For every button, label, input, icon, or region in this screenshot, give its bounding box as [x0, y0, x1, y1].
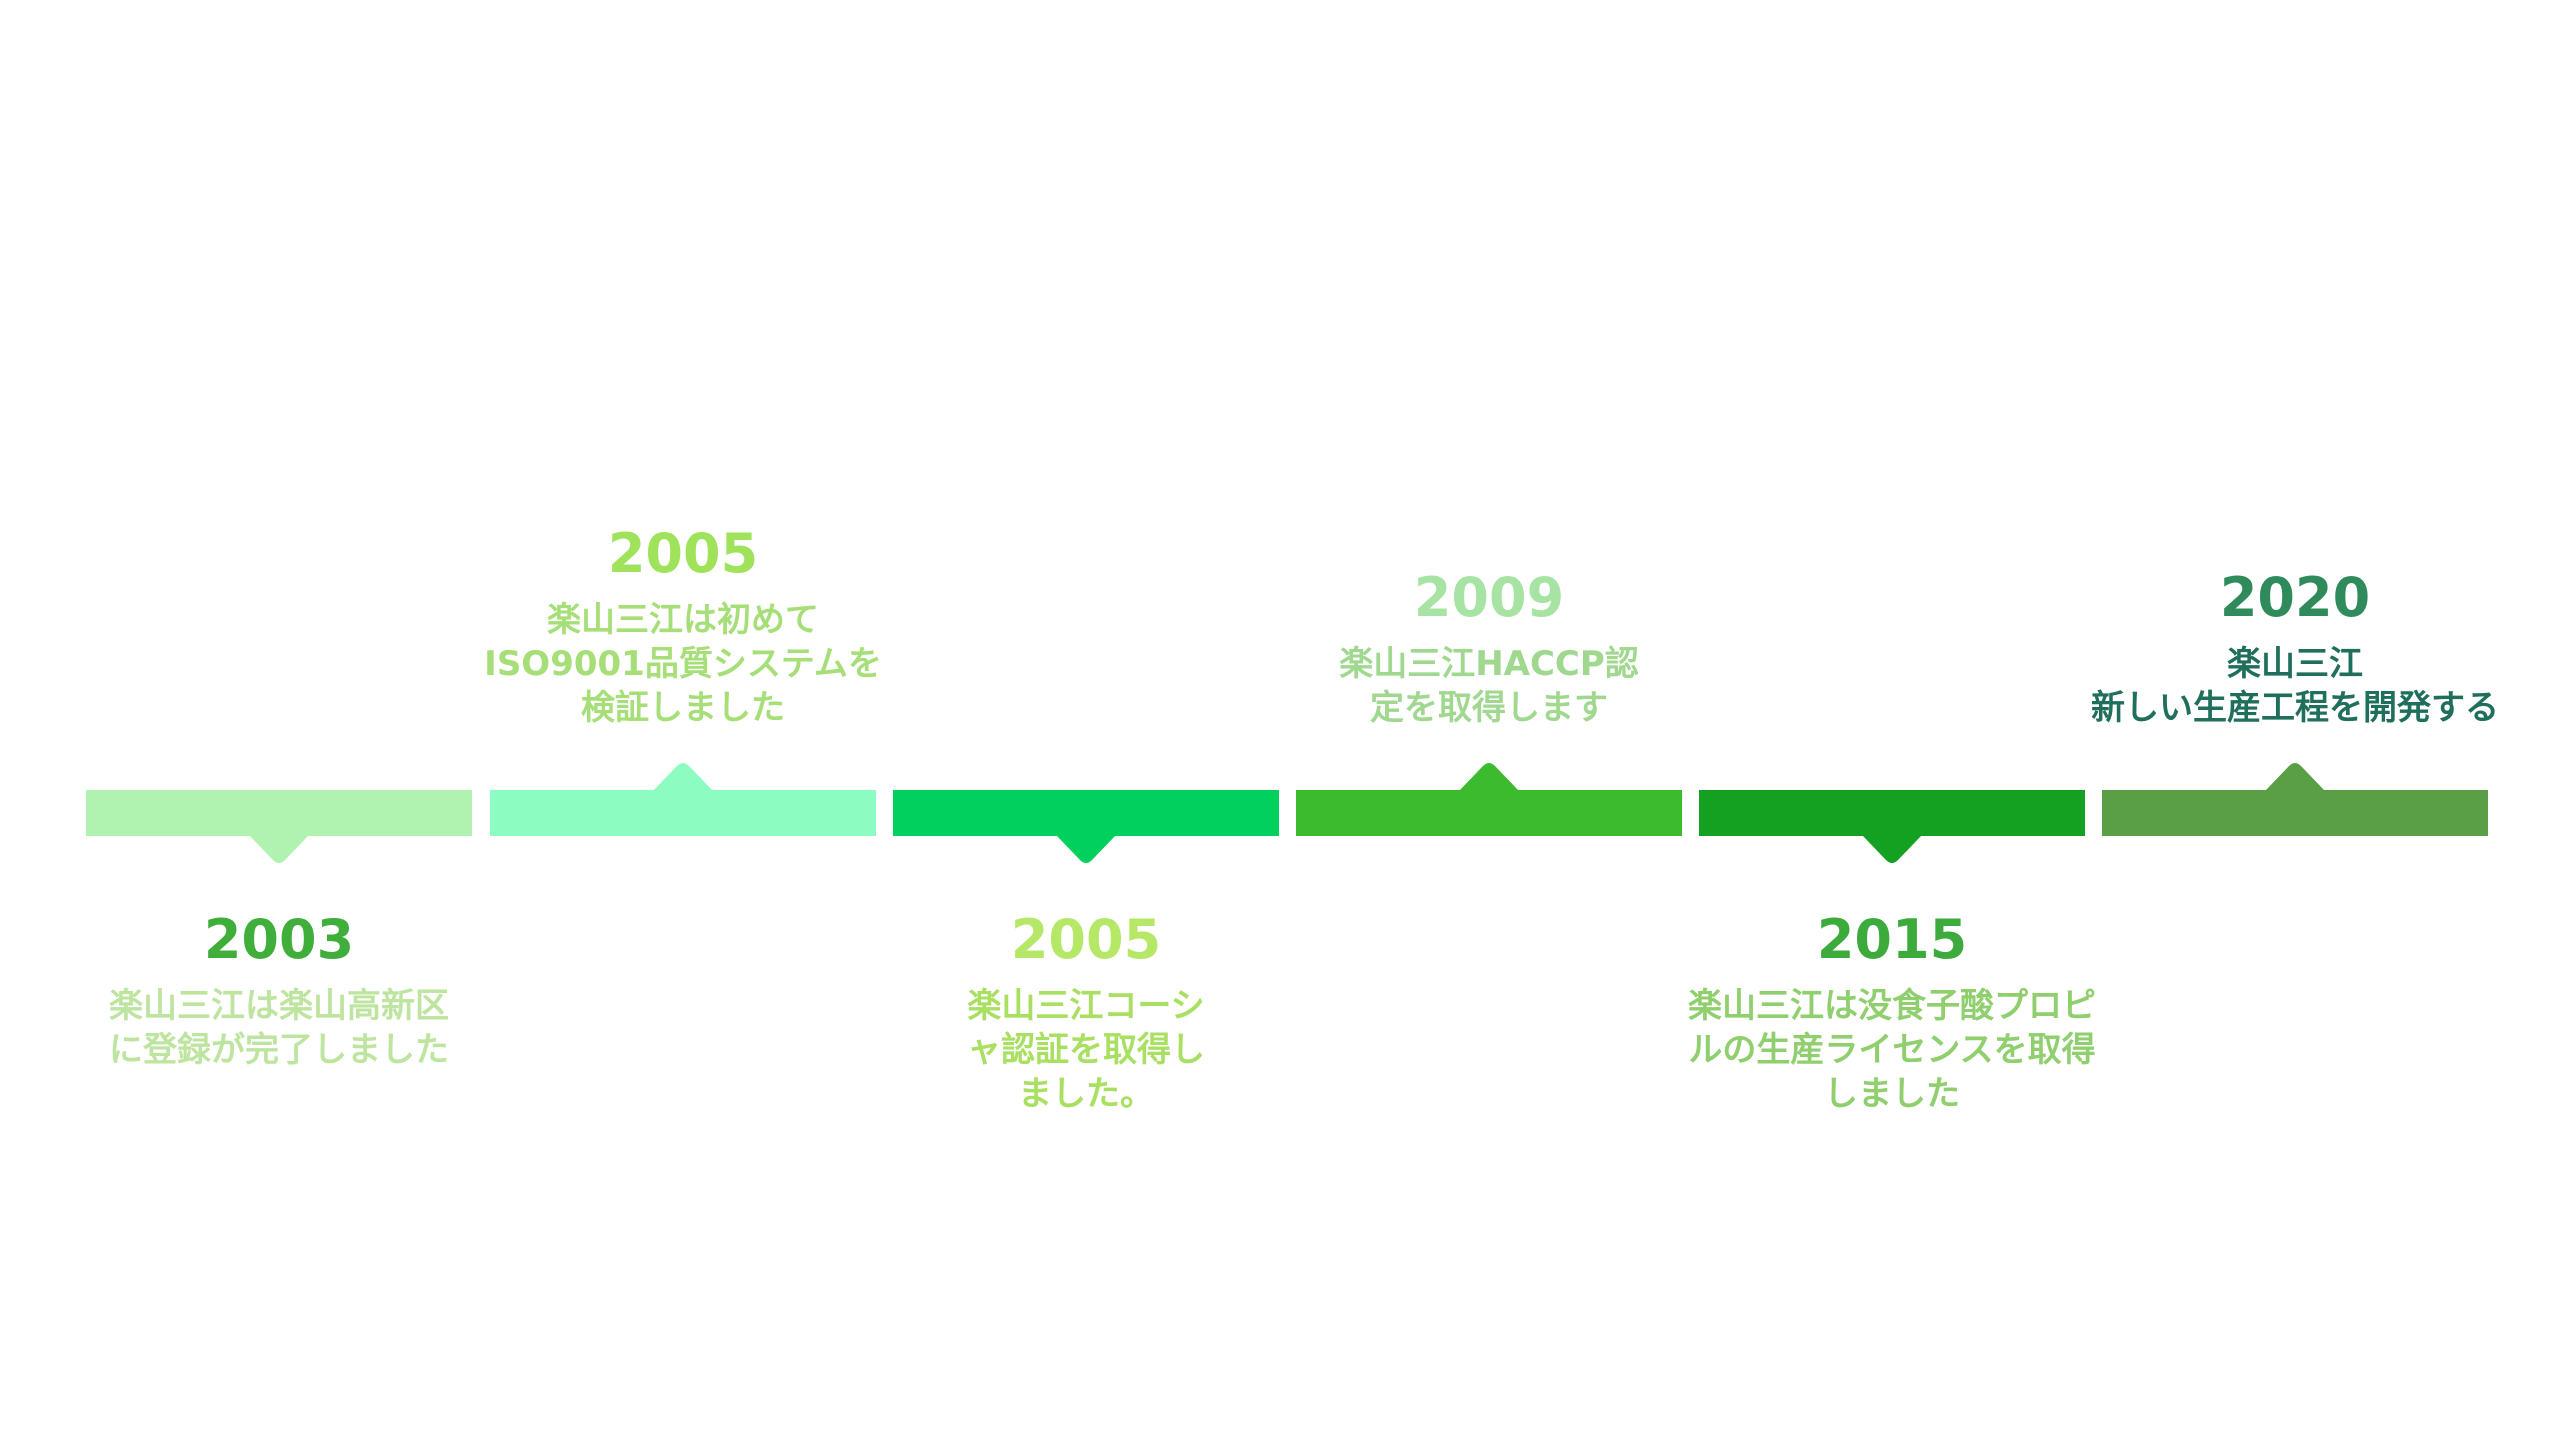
event-2005-iso: 2005 楽山三江は初めて ISO9001品質システムを 検証しました [443, 522, 923, 730]
event-2003: 2003 楽山三江は楽山高新区 に登録が完了しました [39, 908, 519, 1072]
timeline-segment [490, 790, 876, 836]
pointer-up-marker [1459, 763, 1519, 791]
event-year: 2015 [1816, 908, 1968, 971]
pointer-up-marker [653, 763, 713, 791]
event-description: 楽山三江は没食子酸プロピ ルの生産ライセンスを取得 しました [1688, 986, 2096, 1114]
event-year: 2005 [1010, 908, 1162, 971]
timeline-segment [1296, 790, 1682, 836]
event-description: 楽山三江コーシ ャ認証を取得し ました。 [967, 986, 1205, 1114]
event-year: 2020 [2219, 566, 2371, 629]
timeline-segment [2102, 790, 2488, 836]
event-description: 楽山三江は楽山高新区 に登録が完了しました [109, 986, 449, 1070]
pointer-up-marker [2265, 763, 2325, 791]
event-2015: 2015 楽山三江は没食子酸プロピ ルの生産ライセンスを取得 しました [1652, 908, 2132, 1116]
event-2009: 2009 楽山三江HACCP認 定を取得します [1249, 566, 1729, 730]
pointer-down-marker [1862, 835, 1922, 863]
timeline-segment [893, 790, 1279, 836]
timeline-segment [86, 790, 472, 836]
event-year: 2009 [1413, 566, 1565, 629]
event-description: 楽山三江 新しい生産工程を開発する [2091, 644, 2499, 728]
pointer-down-marker [249, 835, 309, 863]
pointer-down-marker [1056, 835, 1116, 863]
timeline-segment [1699, 790, 2085, 836]
event-2020: 2020 楽山三江 新しい生産工程を開発する [2055, 566, 2535, 730]
event-description: 楽山三江は初めて ISO9001品質システムを 検証しました [484, 600, 882, 728]
event-description: 楽山三江HACCP認 定を取得します [1339, 644, 1639, 728]
event-year: 2003 [203, 908, 355, 971]
event-year: 2005 [607, 522, 759, 585]
event-2005-kosher: 2005 楽山三江コーシ ャ認証を取得し ました。 [846, 908, 1326, 1116]
